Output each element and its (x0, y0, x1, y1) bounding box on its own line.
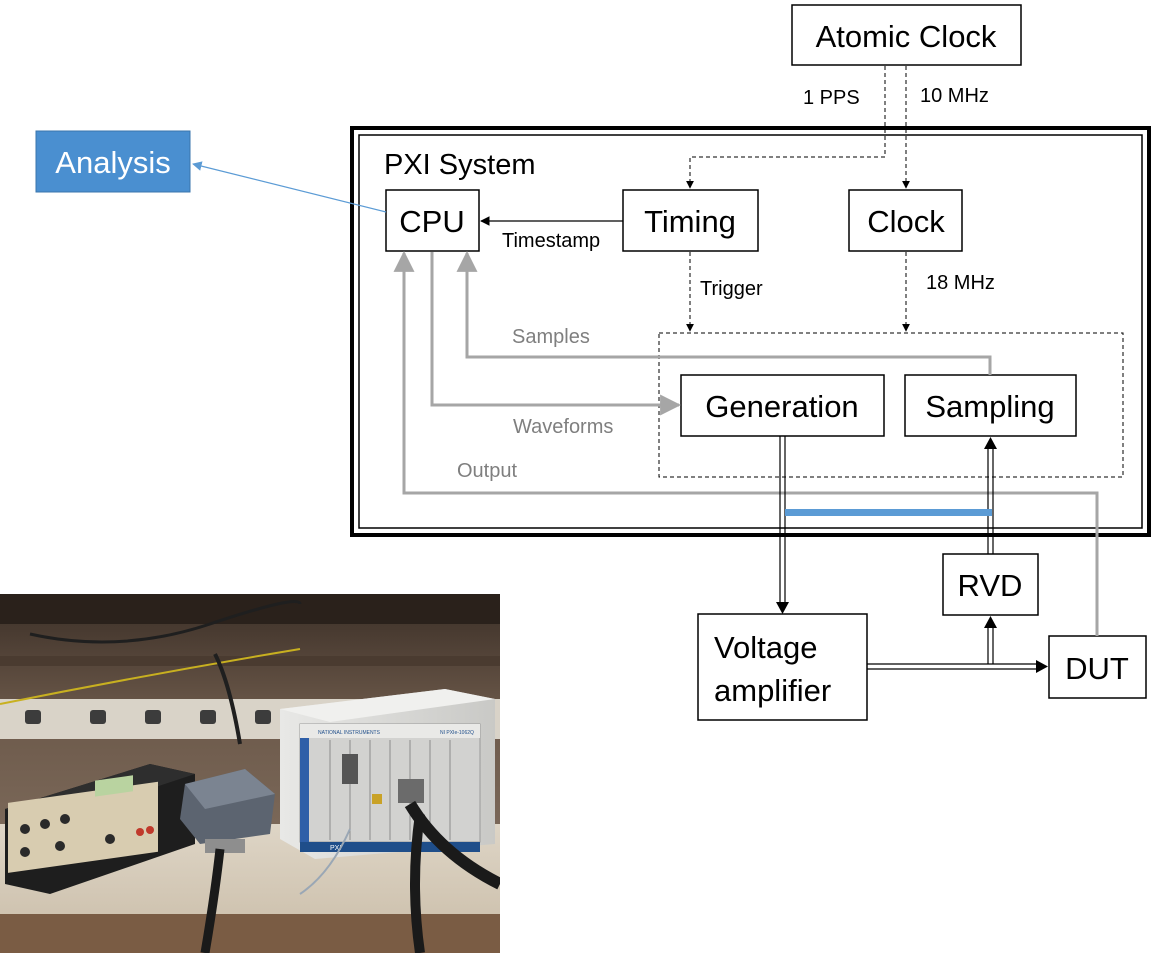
clock-box (848, 189, 963, 252)
output-edge-label: Output (457, 460, 517, 482)
waveforms-edge-label: Waveforms (513, 416, 613, 438)
timestamp-edge-label: Timestamp (502, 230, 600, 252)
pps-arrow (686, 66, 886, 189)
pps-edge-label: 1 PPS (803, 87, 860, 109)
voltage-amplifier-label-line1: Voltage (714, 630, 817, 665)
rvd-box (942, 553, 1039, 616)
photo-brand-label: NATIONAL INSTRUMENTS (318, 730, 381, 736)
rvd-label: RVD (958, 568, 1023, 603)
ten-mhz-edge-label: 10 MHz (920, 85, 989, 107)
amplifier-to-dut-arrow (867, 660, 1048, 673)
analysis-box (35, 130, 191, 193)
timing-label: Timing (644, 204, 736, 239)
samples-edge-label: Samples (512, 326, 590, 348)
dut-box (1048, 635, 1147, 699)
clock-label: Clock (867, 204, 945, 239)
cpu-label: CPU (399, 204, 464, 239)
analysis-arrow (192, 161, 387, 213)
amplifier-to-rvd-arrow (984, 616, 997, 664)
photo-chassis-label: PXI (330, 845, 341, 852)
blue-connector-bar (785, 509, 992, 516)
timing-box (622, 189, 759, 252)
pxi-system-label: PXI System (384, 149, 536, 181)
voltage-amplifier-box (697, 613, 868, 721)
eighteen-mhz-edge-label: 18 MHz (926, 272, 995, 294)
generation-label: Generation (705, 389, 858, 424)
atomic-clock-label: Atomic Clock (816, 19, 997, 54)
voltage-amplifier-label-line2: amplifier (714, 673, 831, 708)
samples-arrow (456, 250, 992, 375)
waveforms-arrow (430, 252, 682, 416)
atomic-clock-box (791, 4, 1022, 66)
sampling-label: Sampling (925, 389, 1054, 424)
pxi-system-frame (350, 126, 1151, 537)
photo-model-label: NI PXIe-1062Q (440, 730, 474, 736)
cpu-box (385, 189, 480, 252)
trigger-edge-label: Trigger (700, 278, 763, 300)
lab-setup-photo: NATIONAL INSTRUMENTS NI PXIe-1062Q PXI (0, 594, 500, 953)
generation-to-amplifier-arrow (776, 436, 789, 614)
analysis-label: Analysis (55, 145, 170, 180)
dut-label: DUT (1065, 651, 1129, 686)
rvd-to-sampling-arrow (984, 437, 997, 554)
output-arrow (393, 250, 1099, 636)
sampling-box (904, 374, 1077, 437)
